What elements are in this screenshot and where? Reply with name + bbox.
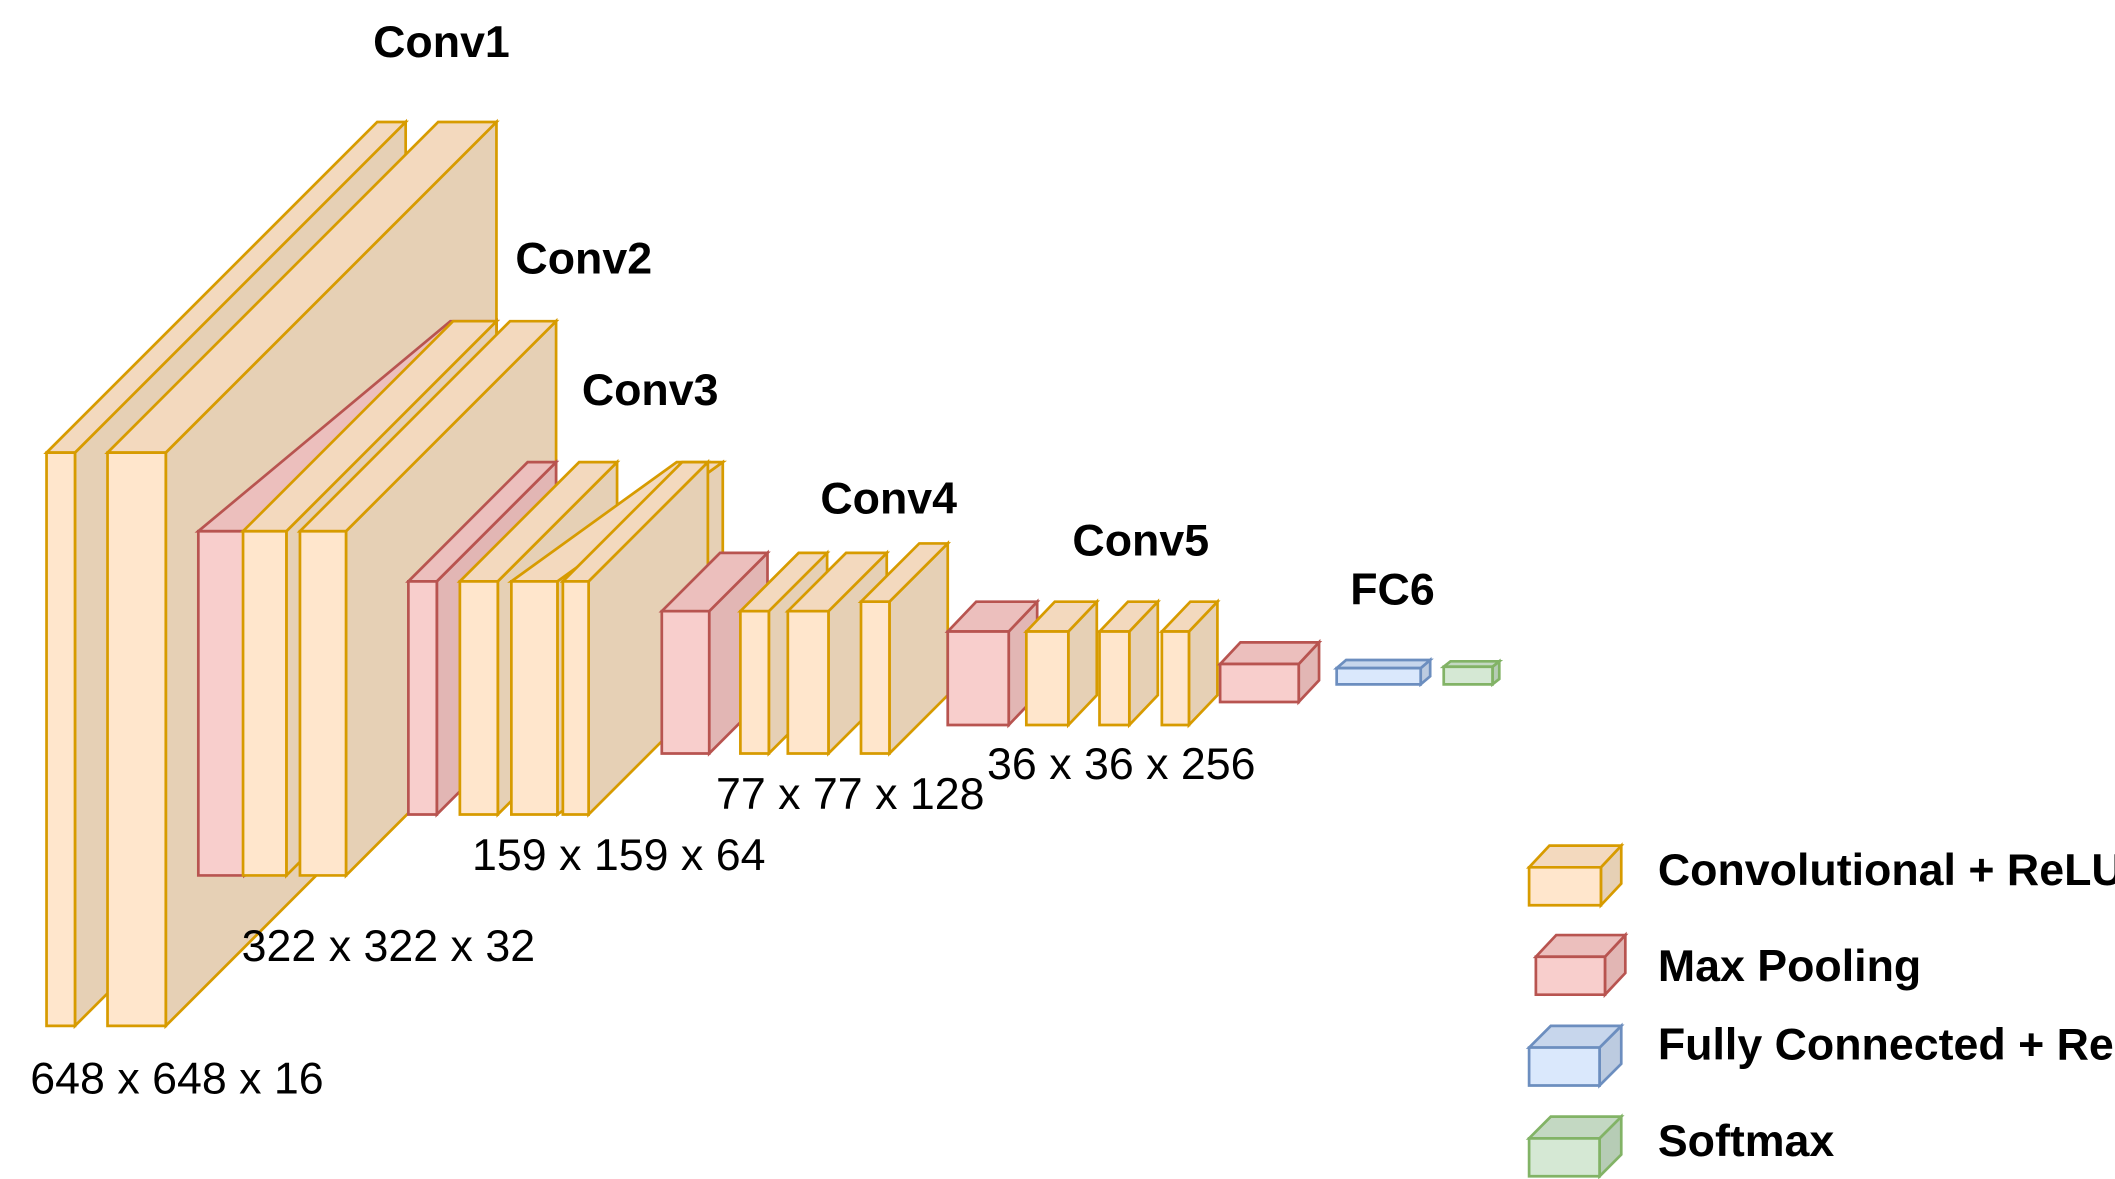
pool-layer-block-front-face [946,630,1011,727]
pool-layer-block-front-face [196,529,246,877]
dims-label-conv3: 159 x 159 x 64 [472,831,765,880]
conv-layer-block [1158,598,1221,729]
dims-label-conv5: 36 x 36 x 256 [987,740,1256,789]
conv-layer-block-front-face [561,580,590,816]
dims-label-conv1: 648 x 648 x 16 [30,1055,323,1104]
legend-fc-icon [1525,1022,1625,1089]
stage-label-conv1: Conv1 [373,18,510,67]
dims-label-conv4: 77 x 77 x 128 [716,770,985,819]
conv-layer-block-front-face [786,609,830,755]
stage-label-conv3: Conv3 [582,366,719,415]
pool-layer-block [944,598,1041,729]
legend-label-pool: Max Pooling [1658,942,1921,991]
fc-layer-block-front-face [1335,666,1423,686]
legend-label-fc: Fully Connected + ReLU [1658,1021,2115,1070]
legend-softmax-icon-front-face [1527,1136,1601,1178]
conv-layer-block-front-face [241,529,288,877]
stage-label-conv2: Conv2 [515,235,652,284]
legend: Convolutional + ReLU Max Pooling Fully C… [1525,842,2115,1179]
stage-label-conv4: Conv4 [820,475,957,524]
legend-pool-icon-front-face [1534,955,1607,997]
dims-label-conv2: 322 x 322 x 32 [242,922,535,971]
conv-layer-block-front-face [298,529,348,877]
legend-pool-icon [1532,931,1629,999]
pool-layer-block-front-face [660,609,711,755]
legend-conv-icon-front-face [1527,865,1603,907]
legend-fc-icon-front-face [1527,1046,1601,1087]
legend-label-softmax: Softmax [1658,1117,1835,1166]
conv-layer-block-front-face [1098,630,1131,727]
softmax-layer-block-front-face [1442,665,1494,686]
legend-icons [1525,842,1629,1179]
legend-softmax-icon [1525,1113,1625,1179]
conv-layer-block-front-face [739,609,771,755]
conv-layer-block-front-face [859,600,891,755]
legend-conv-icon [1525,842,1625,909]
legend-label-conv: Convolutional + ReLU [1658,846,2115,895]
stage-label-conv5: Conv5 [1072,517,1209,566]
conv-layer-block-front-face [106,451,168,1028]
conv-layer-block [1023,598,1100,729]
fc-layer-block [1333,657,1434,688]
conv-layer-block-front-face [1160,630,1191,727]
softmax-layer-block [1439,658,1504,688]
pool-layer-block-front-face [407,580,439,816]
conv-layer-block-front-face [1024,630,1070,727]
conv-layer-block-front-face [458,580,500,816]
pool-layer-block-front-face [1218,662,1301,704]
conv-layer-block-front-face [45,451,77,1028]
stage-label-fc6: FC6 [1350,565,1434,614]
layer-blocks [43,118,1504,1030]
conv-layer-block [559,458,712,818]
conv-layer-block-front-face [510,580,559,816]
conv-layer-block [1096,598,1161,729]
pool-layer-block [1216,638,1323,706]
